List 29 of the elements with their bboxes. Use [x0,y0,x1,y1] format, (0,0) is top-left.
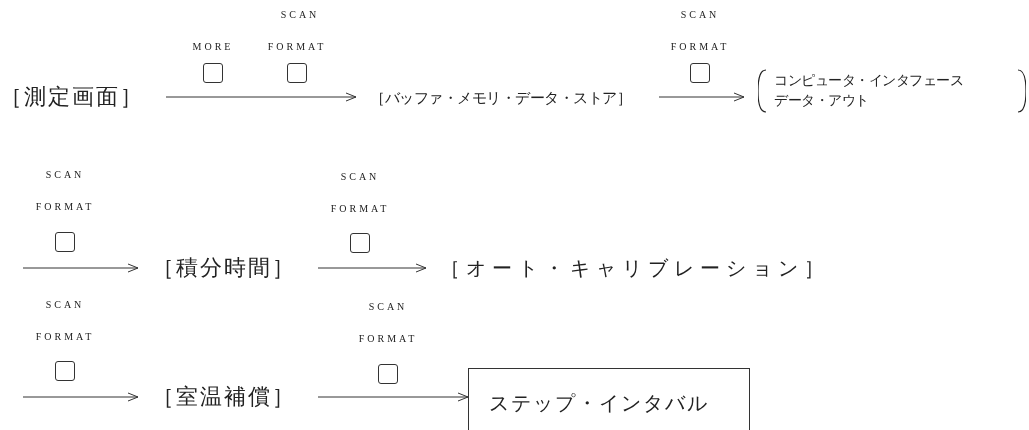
key-label: SCAN [45,298,85,312]
arrow [658,92,745,102]
text-box [468,368,750,430]
key-label: SCAN [45,168,85,182]
bracketed-text [758,66,1026,116]
arrow [22,392,139,402]
arrow [22,263,139,273]
key-label: SCAN [340,170,380,184]
node-text: ［オート・キャリブレーション］ [440,256,830,281]
key-label: FORMAT [35,330,95,344]
key-label: FORMAT [35,200,95,214]
key-label: MORE [192,40,234,54]
node-text: ステップ・インタバル [489,391,709,416]
key-label: FORMAT [358,332,418,346]
node-text: ［バッファ・メモリ・データ・ストア］ [370,88,631,108]
node-text: ［室温補償］ [152,382,296,411]
node-text: コンピュータ・インタフェース [774,72,964,91]
arrow [317,392,469,402]
key-label: FORMAT [670,40,730,54]
arrow [165,92,357,102]
node-text: ［測定画面］ [0,82,144,111]
key-label: FORMAT [330,202,390,216]
arrow [317,263,427,273]
key-label: SCAN [280,8,320,22]
key-label: SCAN [368,300,408,314]
node-text: データ・アウト [774,92,870,110]
key-label: SCAN [680,8,720,22]
node-text: ［積分時間］ [152,253,296,282]
key-label: FORMAT [267,40,327,54]
